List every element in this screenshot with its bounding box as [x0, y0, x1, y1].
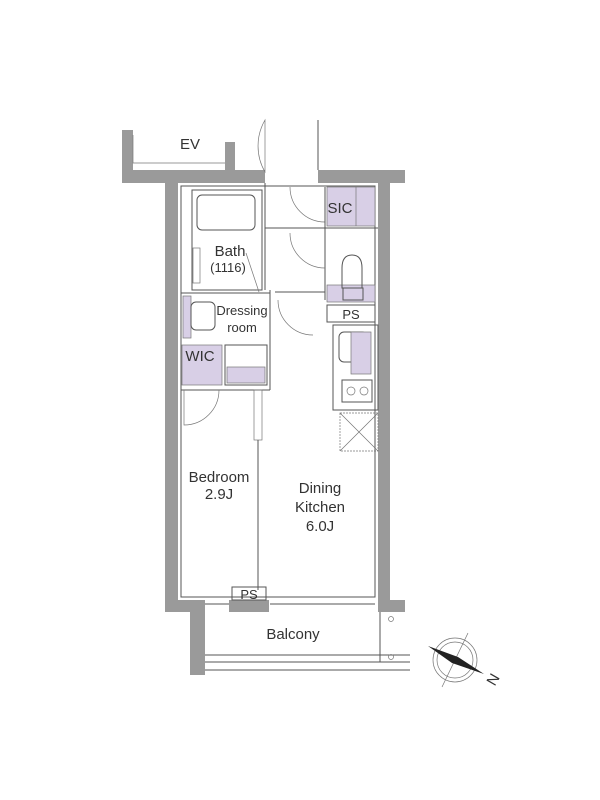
north-label: N: [483, 671, 503, 689]
bedroom-label: Bedroom: [189, 469, 250, 486]
dining-label-1: Dining: [299, 480, 342, 497]
bedroom-size: 2.9J: [205, 486, 233, 503]
ps-bottom-label: PS: [240, 587, 258, 602]
dressing-label-1: Dressing: [216, 303, 267, 318]
bedroom-door: [183, 389, 220, 426]
sic-storage: [326, 186, 376, 227]
ps-top-label: PS: [342, 307, 360, 322]
sic-door: [289, 186, 326, 223]
walls: [122, 130, 405, 675]
bath-size: (1116): [210, 260, 246, 275]
bath-label: Bath: [215, 243, 246, 260]
dressing-door: [277, 299, 314, 336]
dining-label-2: Kitchen: [295, 499, 345, 516]
wic-storage: [181, 344, 223, 386]
balcony-label: Balcony: [266, 626, 320, 643]
dressing-label-2: room: [227, 320, 257, 335]
entrance-door: [257, 118, 266, 174]
toilet-icon: [341, 254, 363, 289]
wic-label: WIC: [185, 348, 214, 365]
compass-icon: [428, 632, 484, 688]
stove-icon: [341, 379, 373, 403]
sic-label: SIC: [327, 200, 352, 217]
toilet-door: [289, 232, 326, 269]
dining-size: 6.0J: [306, 518, 334, 535]
ev-label: EV: [180, 136, 200, 153]
